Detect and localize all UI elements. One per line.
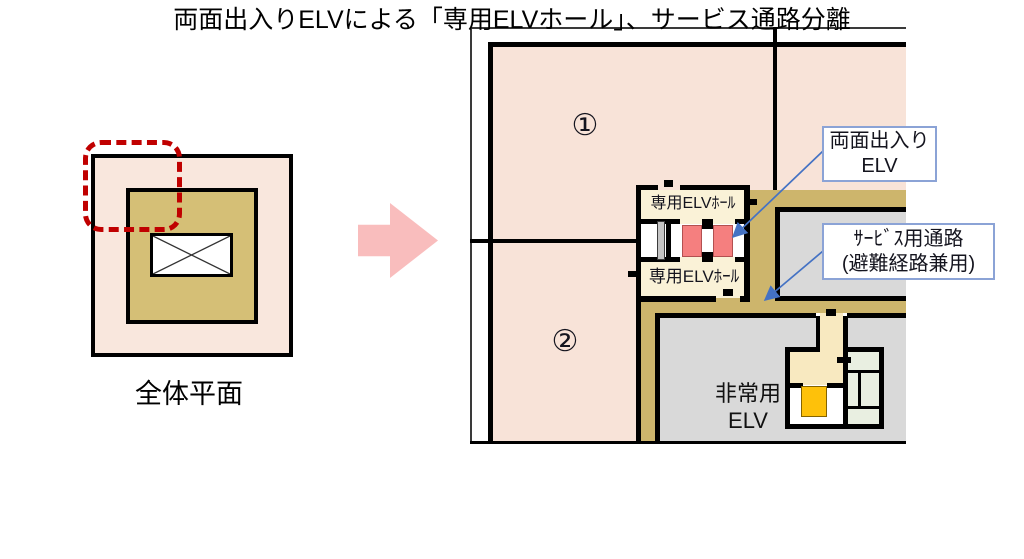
callout-service-line2: (避難経路兼用) — [841, 252, 976, 275]
hall-wall-bottom-b — [740, 296, 750, 302]
hall-wall-top-a — [636, 185, 658, 190]
emergency-neck-passage — [820, 313, 843, 352]
cab-divider-stub-top — [702, 219, 713, 229]
hall-wall-top-b — [680, 185, 750, 190]
wall-upper-gray-bottom — [775, 296, 906, 301]
elv-room-wall-bottom — [785, 424, 884, 429]
door-dash-hall-top — [664, 180, 673, 187]
band-wall-bottom-c — [735, 257, 744, 262]
emergency-elv-label-line2: ELV — [728, 408, 768, 433]
wall-upper-gray-top — [775, 207, 906, 212]
stair-partition-h2 — [848, 406, 879, 409]
highlight-region — [83, 140, 182, 232]
vestibule-wall-left — [785, 347, 790, 429]
double-entry-elv-cab-2 — [713, 225, 733, 257]
wall-upper-gray-left — [775, 207, 780, 301]
callout-double-entry-line2: ELV — [861, 155, 898, 177]
shared-wall-vestibule-stair — [843, 316, 848, 429]
stair-partition-v — [858, 372, 861, 408]
band-wall-top-c — [735, 219, 744, 224]
area-2-number: ② — [551, 325, 579, 358]
wall-area1-right — [773, 27, 777, 190]
stair-room — [848, 352, 879, 424]
elv-room-wall-top-b — [827, 383, 843, 388]
service-shaft-bar — [657, 221, 665, 260]
door-dash-hall-bottom — [723, 289, 733, 296]
callout-double-entry-line1: 両面出入り — [829, 130, 930, 152]
wall-lower-gray-left — [655, 313, 660, 443]
door-dash-corridor-neck — [826, 309, 836, 316]
overview-label: 全体平面 — [135, 379, 243, 409]
zoom-arrow-icon — [358, 203, 438, 278]
hall-wall-bottom-a — [636, 296, 716, 302]
callout-double-entry-elv: 両面出入り ELV — [822, 126, 937, 182]
door-dash-hall-right — [746, 199, 757, 205]
cab-divider-stub-bottom — [702, 252, 713, 262]
plan-frame-left — [470, 27, 472, 444]
wall-lower-gray-top-b — [847, 313, 906, 318]
double-entry-elv-cab-1 — [682, 225, 702, 257]
stair-wall-right — [879, 347, 884, 429]
area-2 — [491, 243, 636, 443]
stair-wall-top — [843, 347, 884, 352]
elv-room-wall-top-a — [790, 383, 803, 388]
corridor-top-strip — [775, 190, 906, 207]
door-dash-stair-room — [837, 357, 851, 363]
diagram-caption: 両面出入りELVによる「専用ELVホール」、サービス通路分離 — [173, 6, 851, 34]
area-1-number: ① — [571, 109, 599, 142]
stair-partition-h1 — [848, 370, 879, 373]
hall-label-top: 専用ELVﾎｰﾙ — [650, 195, 736, 212]
callout-service-line1: ｻｰﾋﾞｽ用通路 — [853, 227, 964, 250]
emergency-elv-cab — [801, 386, 827, 417]
neck-wall-left — [816, 316, 820, 352]
wall-area2-right — [636, 185, 641, 443]
callout-service-corridor: ｻｰﾋﾞｽ用通路 (避難経路兼用) — [822, 223, 995, 280]
overview-shaft-x-box — [150, 233, 233, 277]
plan-frame-top — [470, 27, 906, 29]
wall-divider-1-2 — [470, 239, 636, 243]
plan-bottom-line — [470, 441, 906, 444]
door-dash-hall-left — [628, 271, 641, 277]
wall-outer-top — [491, 42, 906, 47]
corridor-lower-left-strip — [641, 313, 655, 443]
vestibule-wall-top — [785, 347, 820, 352]
hall-label-bottom: 専用ELVﾎｰﾙ — [648, 267, 740, 286]
x-cross-icon — [153, 236, 230, 274]
band-divider-wall — [666, 219, 671, 262]
emergency-elv-label-line1: 非常用 — [714, 381, 781, 406]
emergency-vestibule — [790, 352, 843, 385]
emergency-elv-label: 非常用 ELV — [700, 380, 796, 434]
wall-lower-gray-top-a — [655, 313, 816, 318]
hall-wall-right — [744, 185, 750, 302]
corridor-vertical-strip — [750, 190, 775, 300]
